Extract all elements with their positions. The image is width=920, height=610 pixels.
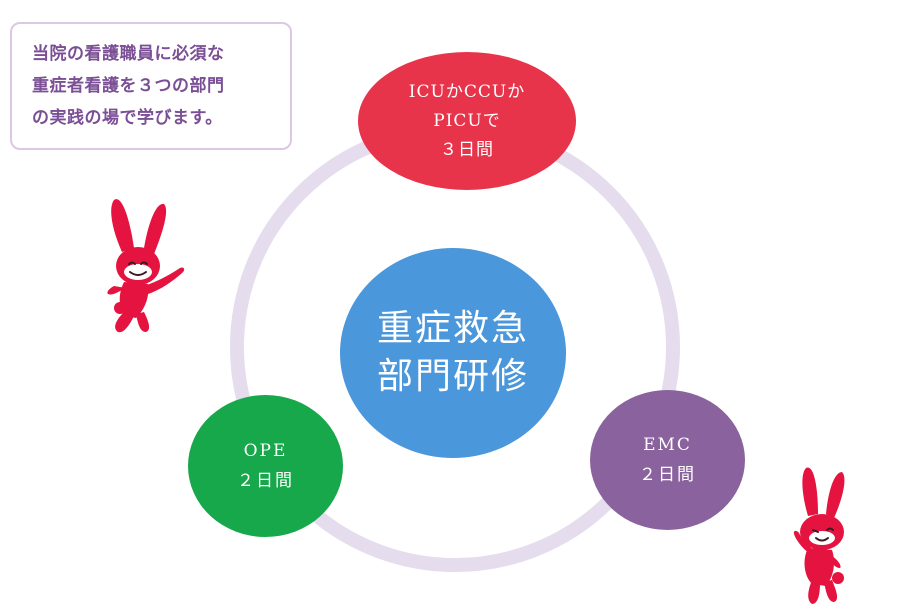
emc-line-2: ２日間 xyxy=(639,465,696,485)
icu-ccu-picu-line-1: ICUかCCUか xyxy=(408,81,526,102)
ope-line-2: ２日間 xyxy=(237,471,294,491)
rabbit-mascot-icon xyxy=(793,467,845,604)
icu-ccu-picu-line-2: PICUで xyxy=(433,110,501,131)
emc-line-1: EMC xyxy=(643,435,692,455)
emc-node: EMC ２日間 xyxy=(590,390,745,530)
center-training-node: 重症救急 部門研修 xyxy=(340,248,566,458)
icu-ccu-picu-node: ICUかCCUか PICUで ３日間 xyxy=(358,52,576,190)
icu-ccu-picu-line-3: ３日間 xyxy=(440,139,494,160)
intro-line-3: の実践の場で学びます。 xyxy=(32,108,223,128)
ope-node: OPE ２日間 xyxy=(188,395,343,537)
ope-line-1: OPE xyxy=(243,441,288,461)
intro-text-box: 当院の看護職員に必須な 重症者看護を３つの部門 の実践の場で学びます。 xyxy=(10,22,292,150)
center-title-line-2: 部門研修 xyxy=(376,356,529,397)
intro-line-1: 当院の看護職員に必須な xyxy=(32,44,225,64)
intro-line-2: 重症者看護を３つの部門 xyxy=(32,76,225,96)
center-title-line-1: 重症救急 xyxy=(376,308,529,349)
rabbit-mascot-icon xyxy=(107,199,185,333)
